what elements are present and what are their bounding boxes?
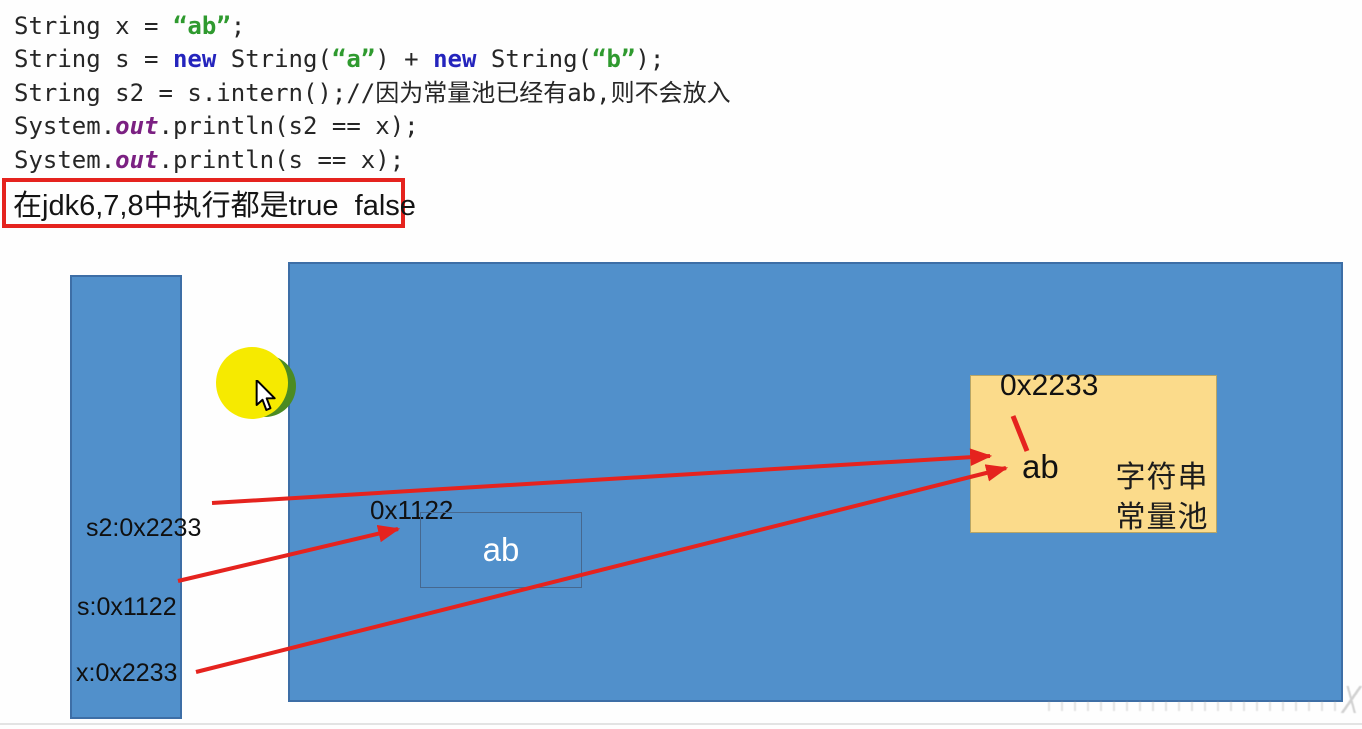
code-token-plain: ; <box>230 12 246 40</box>
stack-variable-label-s2: s2:0x2233 <box>86 514 202 542</box>
pool-label-line1: 字符串 <box>1115 461 1209 494</box>
code-token-plain: ) + <box>375 45 434 74</box>
code-token-plain: System. <box>14 145 116 174</box>
string-constant-pool-box <box>970 375 1217 533</box>
code-line: System.out.println(s == x); <box>14 144 731 177</box>
heap-object-box: ab <box>420 512 582 588</box>
code-line: System.out.println(s2 == x); <box>14 110 731 143</box>
code-token-plain: ); <box>635 45 665 74</box>
code-token-plain: String( <box>476 45 593 74</box>
pool-label: 字符串 常量池 <box>1110 458 1214 538</box>
mouse-cursor-icon <box>255 380 276 411</box>
code-token-plain: String( <box>216 45 332 74</box>
code-token-plain: String s = <box>14 45 173 74</box>
code-token-plain: String x = <box>14 12 173 40</box>
heap-object-value: ab <box>482 531 520 568</box>
code-token-plain: String s2 = s.intern();//因为常量池已经有ab,则不会放… <box>14 78 731 107</box>
pool-value: ab <box>1022 448 1059 485</box>
code-token-string: “ab” <box>172 12 231 40</box>
code-token-field: out <box>115 112 159 141</box>
stack-variable-label-x: x:0x2233 <box>76 659 178 687</box>
code-block: String x = “ab”;String s = new String(“a… <box>14 10 731 177</box>
code-token-keyword: new <box>433 45 477 74</box>
code-token-plain: .println(s == x); <box>158 145 405 174</box>
stack-bar <box>70 275 182 719</box>
code-line: String x = “ab”; <box>14 10 731 43</box>
cursor-highlight-yellow-circle <box>216 347 288 419</box>
result-box: 在jdk6,7,8中执行都是true false <box>2 178 416 228</box>
watermark-remnant <box>1048 701 1340 711</box>
pool-label-line2: 常量池 <box>1115 501 1209 534</box>
code-token-keyword: new <box>172 45 217 74</box>
stack-variable-label-s: s:0x1122 <box>77 593 177 621</box>
watermark-corner-fragment <box>1341 686 1362 713</box>
code-token-plain: .println(s2 == x); <box>158 112 419 141</box>
code-line: String s = new String(“a”) + new String(… <box>14 43 731 76</box>
code-token-field: out <box>115 145 159 174</box>
code-token-string: “a” <box>331 45 376 74</box>
code-token-string: “b” <box>592 45 636 74</box>
code-token-plain: System. <box>14 112 116 141</box>
result-text: 在jdk6,7,8中执行都是true false <box>13 190 416 222</box>
pool-address: 0x2233 <box>1000 369 1099 402</box>
code-line: String s2 = s.intern();//因为常量池已经有ab,则不会放… <box>14 77 731 110</box>
bottom-divider <box>0 723 1362 725</box>
